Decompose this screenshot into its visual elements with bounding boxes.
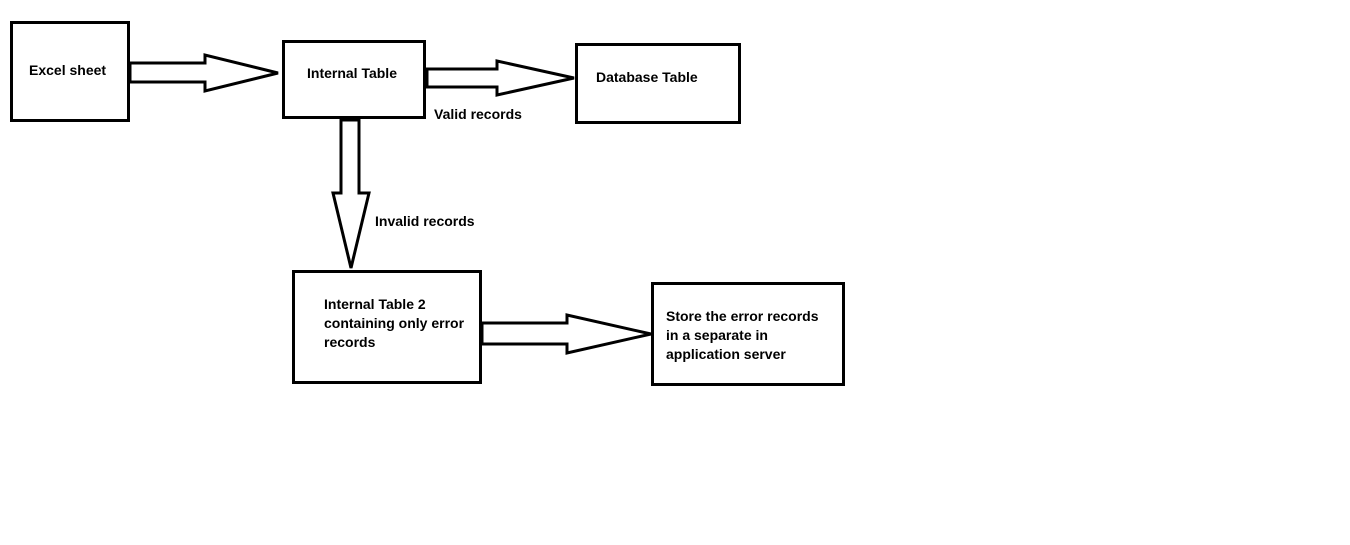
invalid-records-label: Invalid records — [375, 213, 475, 229]
database-table-node — [575, 43, 741, 124]
internal-table-2-label: Internal Table 2 containing only error r… — [324, 296, 465, 350]
arrow-excel-to-internal — [128, 53, 279, 93]
database-table-label: Database Table — [596, 69, 698, 85]
store-errors-label: Store the error records in a separate in… — [666, 308, 819, 362]
arrow-internal-to-internal2 — [331, 118, 371, 269]
valid-records-label: Valid records — [434, 106, 522, 122]
arrow-internal-to-database — [425, 59, 575, 97]
internal-table-2-node — [292, 270, 482, 384]
arrow-internal2-to-store — [480, 313, 652, 355]
excel-sheet-node — [10, 21, 130, 122]
excel-sheet-label: Excel sheet — [29, 62, 107, 78]
internal-table-label: Internal Table — [307, 65, 397, 81]
store-errors-node — [651, 282, 845, 386]
internal-table-node — [282, 40, 426, 119]
